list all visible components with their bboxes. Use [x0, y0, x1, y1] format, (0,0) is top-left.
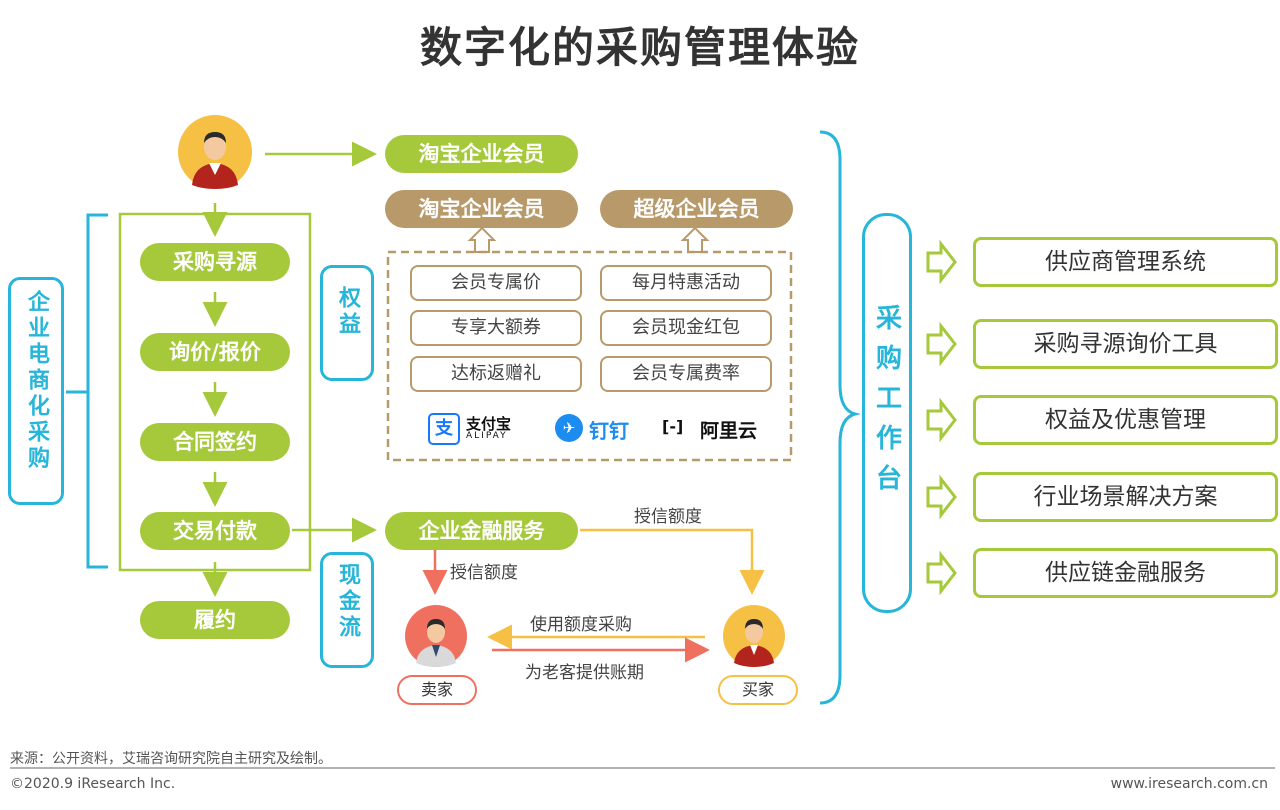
- benefit-item: 会员现金红包: [600, 310, 772, 346]
- enterprise-finance-service-pill: 企业金融服务: [385, 512, 578, 550]
- feature-supply-chain-finance: 供应链金融服务: [973, 548, 1278, 598]
- benefit-item: 会员专属价: [410, 265, 582, 301]
- alipay-icon: 支: [428, 413, 460, 445]
- copyright: ©2020.9 iResearch Inc.: [10, 776, 176, 792]
- enterprise-procurement-label: 企业电商化采购: [8, 277, 64, 505]
- tier-taobao-member-pill: 淘宝企业会员: [385, 190, 578, 228]
- page-title: 数字化的采购管理体验: [419, 23, 860, 72]
- source-note: 来源：公开资料，艾瑞咨询研究院自主研究及绘制。: [10, 751, 332, 767]
- benefit-item: 专享大额券: [410, 310, 582, 346]
- flow-step-quotation: 询价/报价: [140, 333, 290, 371]
- benefit-item: 每月特惠活动: [600, 265, 772, 301]
- alipay-logo: 支 支付宝 ALIPAY: [428, 413, 528, 445]
- benefit-item: 达标返赠礼: [410, 356, 582, 392]
- credit-limit-seller-label: 授信额度: [450, 563, 518, 583]
- flow-step-payment: 交易付款: [140, 512, 290, 550]
- tier-super-member-pill: 超级企业会员: [600, 190, 793, 228]
- feature-sourcing-inquiry-tool: 采购寻源询价工具: [973, 319, 1278, 369]
- cash-flow-label: 现金流: [320, 552, 374, 668]
- aliyun-icon: [-]: [662, 417, 684, 436]
- seller-avatar-icon: [405, 605, 467, 667]
- dingtalk-icon: ✈: [555, 414, 583, 442]
- feature-rights-discount-management: 权益及优惠管理: [973, 395, 1278, 445]
- use-credit-label: 使用额度采购: [530, 615, 632, 635]
- dingtalk-logo: ✈ 钉钉: [555, 413, 645, 445]
- feature-supplier-management: 供应商管理系统: [973, 237, 1278, 287]
- rights-label: 权益: [320, 265, 374, 381]
- taobao-enterprise-member-pill: 淘宝企业会员: [385, 135, 578, 173]
- benefit-item: 会员专属费率: [600, 356, 772, 392]
- seller-label: 卖家: [397, 675, 477, 705]
- buyer-avatar-icon: [723, 605, 785, 667]
- aliyun-logo: [-] 阿里云: [662, 417, 758, 442]
- buyer-label: 买家: [718, 675, 798, 705]
- website-link[interactable]: www.iresearch.com.cn: [1110, 776, 1268, 792]
- feature-industry-solutions: 行业场景解决方案: [973, 472, 1278, 522]
- flow-step-fulfillment: 履约: [140, 601, 290, 639]
- flow-step-contract: 合同签约: [140, 423, 290, 461]
- buyer-avatar-icon: [178, 115, 252, 189]
- credit-limit-buyer-label: 授信额度: [634, 507, 702, 527]
- provide-terms-label: 为老客提供账期: [525, 663, 644, 683]
- flow-step-sourcing: 采购寻源: [140, 243, 290, 281]
- procurement-workbench-label: 采购工作台: [862, 213, 912, 613]
